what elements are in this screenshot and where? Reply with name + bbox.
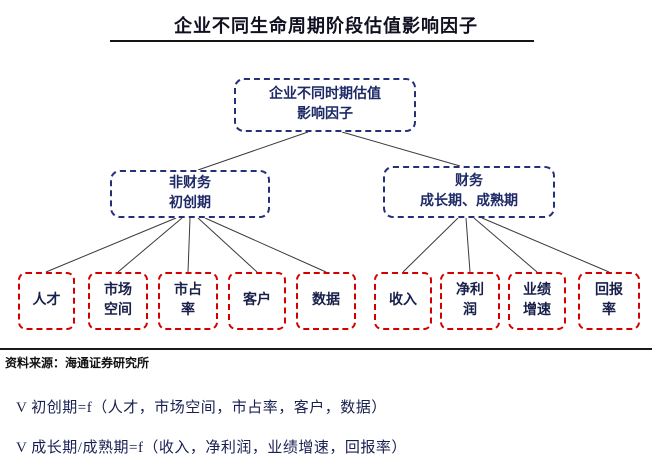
leaf-node-net-profit: 净利 润 xyxy=(440,272,500,330)
formula-startup: V 初创期=f（人才，市场空间，市占率，客户，数据） xyxy=(16,400,387,416)
source-note: 资料来源：海通证券研究所 xyxy=(5,356,150,370)
root-node-valuation-factors: 企业不同时期估值 影响因子 xyxy=(234,78,416,132)
branch-node-financial-growth-mature: 财务 成长期、成熟期 xyxy=(383,166,555,218)
leaf-node-customers: 客户 xyxy=(228,272,286,330)
leaf-node-data: 数据 xyxy=(296,272,356,330)
formula-growth-mature: V 成长期/成熟期=f（收入，净利润，业绩增速，回报率） xyxy=(16,440,407,456)
branch-node-nonfinancial-startup: 非财务 初创期 xyxy=(110,170,270,218)
leaf-node-talent: 人才 xyxy=(18,272,75,330)
footer-divider xyxy=(0,348,652,350)
leaf-node-revenue: 收入 xyxy=(374,272,432,330)
leaf-node-market-space: 市场 空间 xyxy=(88,272,148,330)
title-underline xyxy=(110,40,534,42)
leaf-node-return-rate: 回报 率 xyxy=(578,272,640,330)
page-title: 企业不同生命周期阶段估值影响因子 xyxy=(174,16,478,36)
leaf-node-market-share: 市占 率 xyxy=(158,272,218,330)
leaf-node-earnings-growth: 业绩 增速 xyxy=(508,272,566,330)
connector-lines xyxy=(45,131,610,273)
